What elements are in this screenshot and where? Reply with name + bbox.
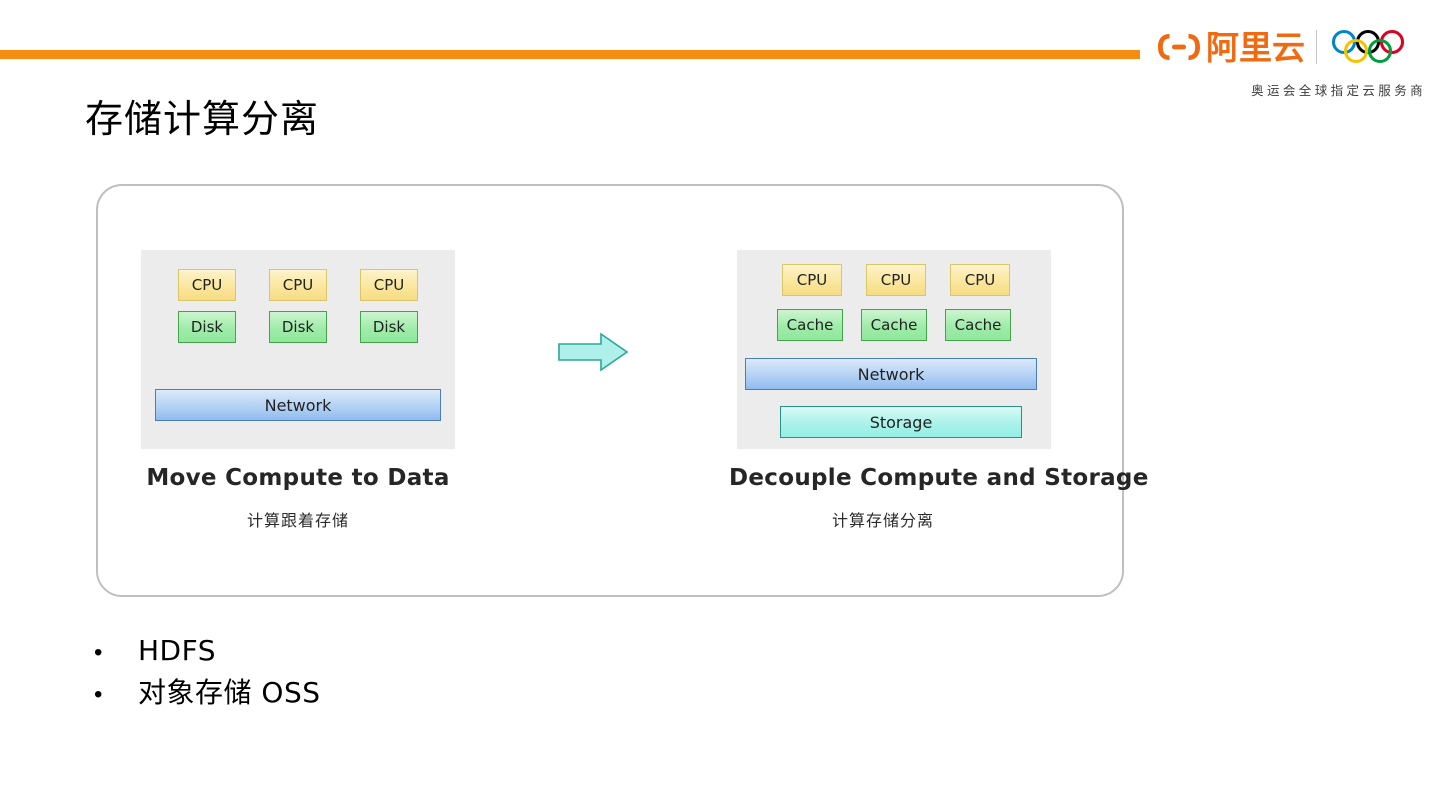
right-cpu-3: CPU [950,264,1010,296]
bullet-marker-icon: • [94,639,103,666]
right-caption-cn: 计算存储分离 [831,511,934,530]
right-caption-en: Decouple Compute and Storage [729,465,1149,491]
left-disk-3: Disk [360,311,418,343]
bullet-marker-icon: • [94,681,103,708]
right-arrow-icon [558,332,629,372]
left-disk-2: Disk [269,311,327,343]
brand-divider [1316,30,1317,64]
page-title: 存储计算分离 [85,97,320,141]
diagram-decouple-compute-and-storage: CPU CPU CPU Cache Cache Cache Network St… [729,250,1148,531]
alibaba-cloud-logo: 阿里云 [1156,31,1305,64]
bullet-list: • HDFS • 对象存储 OSS [94,634,794,709]
left-cpu-2: CPU [269,269,327,301]
left-cpu-1: CPU [178,269,236,301]
brand-row: 阿里云 [1156,24,1426,70]
list-item: • 对象存储 OSS [94,671,794,709]
left-cpu-3: CPU [360,269,418,301]
right-stage: CPU CPU CPU Cache Cache Cache Network St… [737,250,1051,449]
bullet-text-2: 对象存储 OSS [138,676,321,709]
left-caption-en: Move Compute to Data [146,465,450,491]
brand-tagline: 奥运会全球指定云服务商 [1251,83,1426,98]
left-network-bar: Network [155,389,441,421]
alibaba-cloud-logo-icon [1158,34,1200,60]
brand-name: 阿里云 [1206,27,1305,67]
header-orange-rule [0,50,1140,59]
right-cache-1: Cache [777,309,843,341]
diagram-move-compute-to-data: CPU CPU CPU Disk Disk Disk Network Move … [141,250,455,531]
olympic-rings-icon [1331,29,1405,64]
right-cache-3: Cache [945,309,1011,341]
left-stage: CPU CPU CPU Disk Disk Disk Network [141,250,455,449]
right-cache-2: Cache [861,309,927,341]
right-cpu-1: CPU [782,264,842,296]
diagram-frame: CPU CPU CPU Disk Disk Disk Network Move … [96,184,1148,597]
left-disk-1: Disk [178,311,236,343]
list-item: • HDFS [94,634,794,671]
right-network-bar: Network [745,358,1037,390]
right-cpu-2: CPU [866,264,926,296]
right-storage-bar: Storage [780,406,1022,438]
left-caption-cn: 计算跟着存储 [246,511,349,530]
brand-block: 阿里云 奥运会全球指定云服务商 [1156,24,1426,102]
bullet-text-1: HDFS [138,634,217,667]
